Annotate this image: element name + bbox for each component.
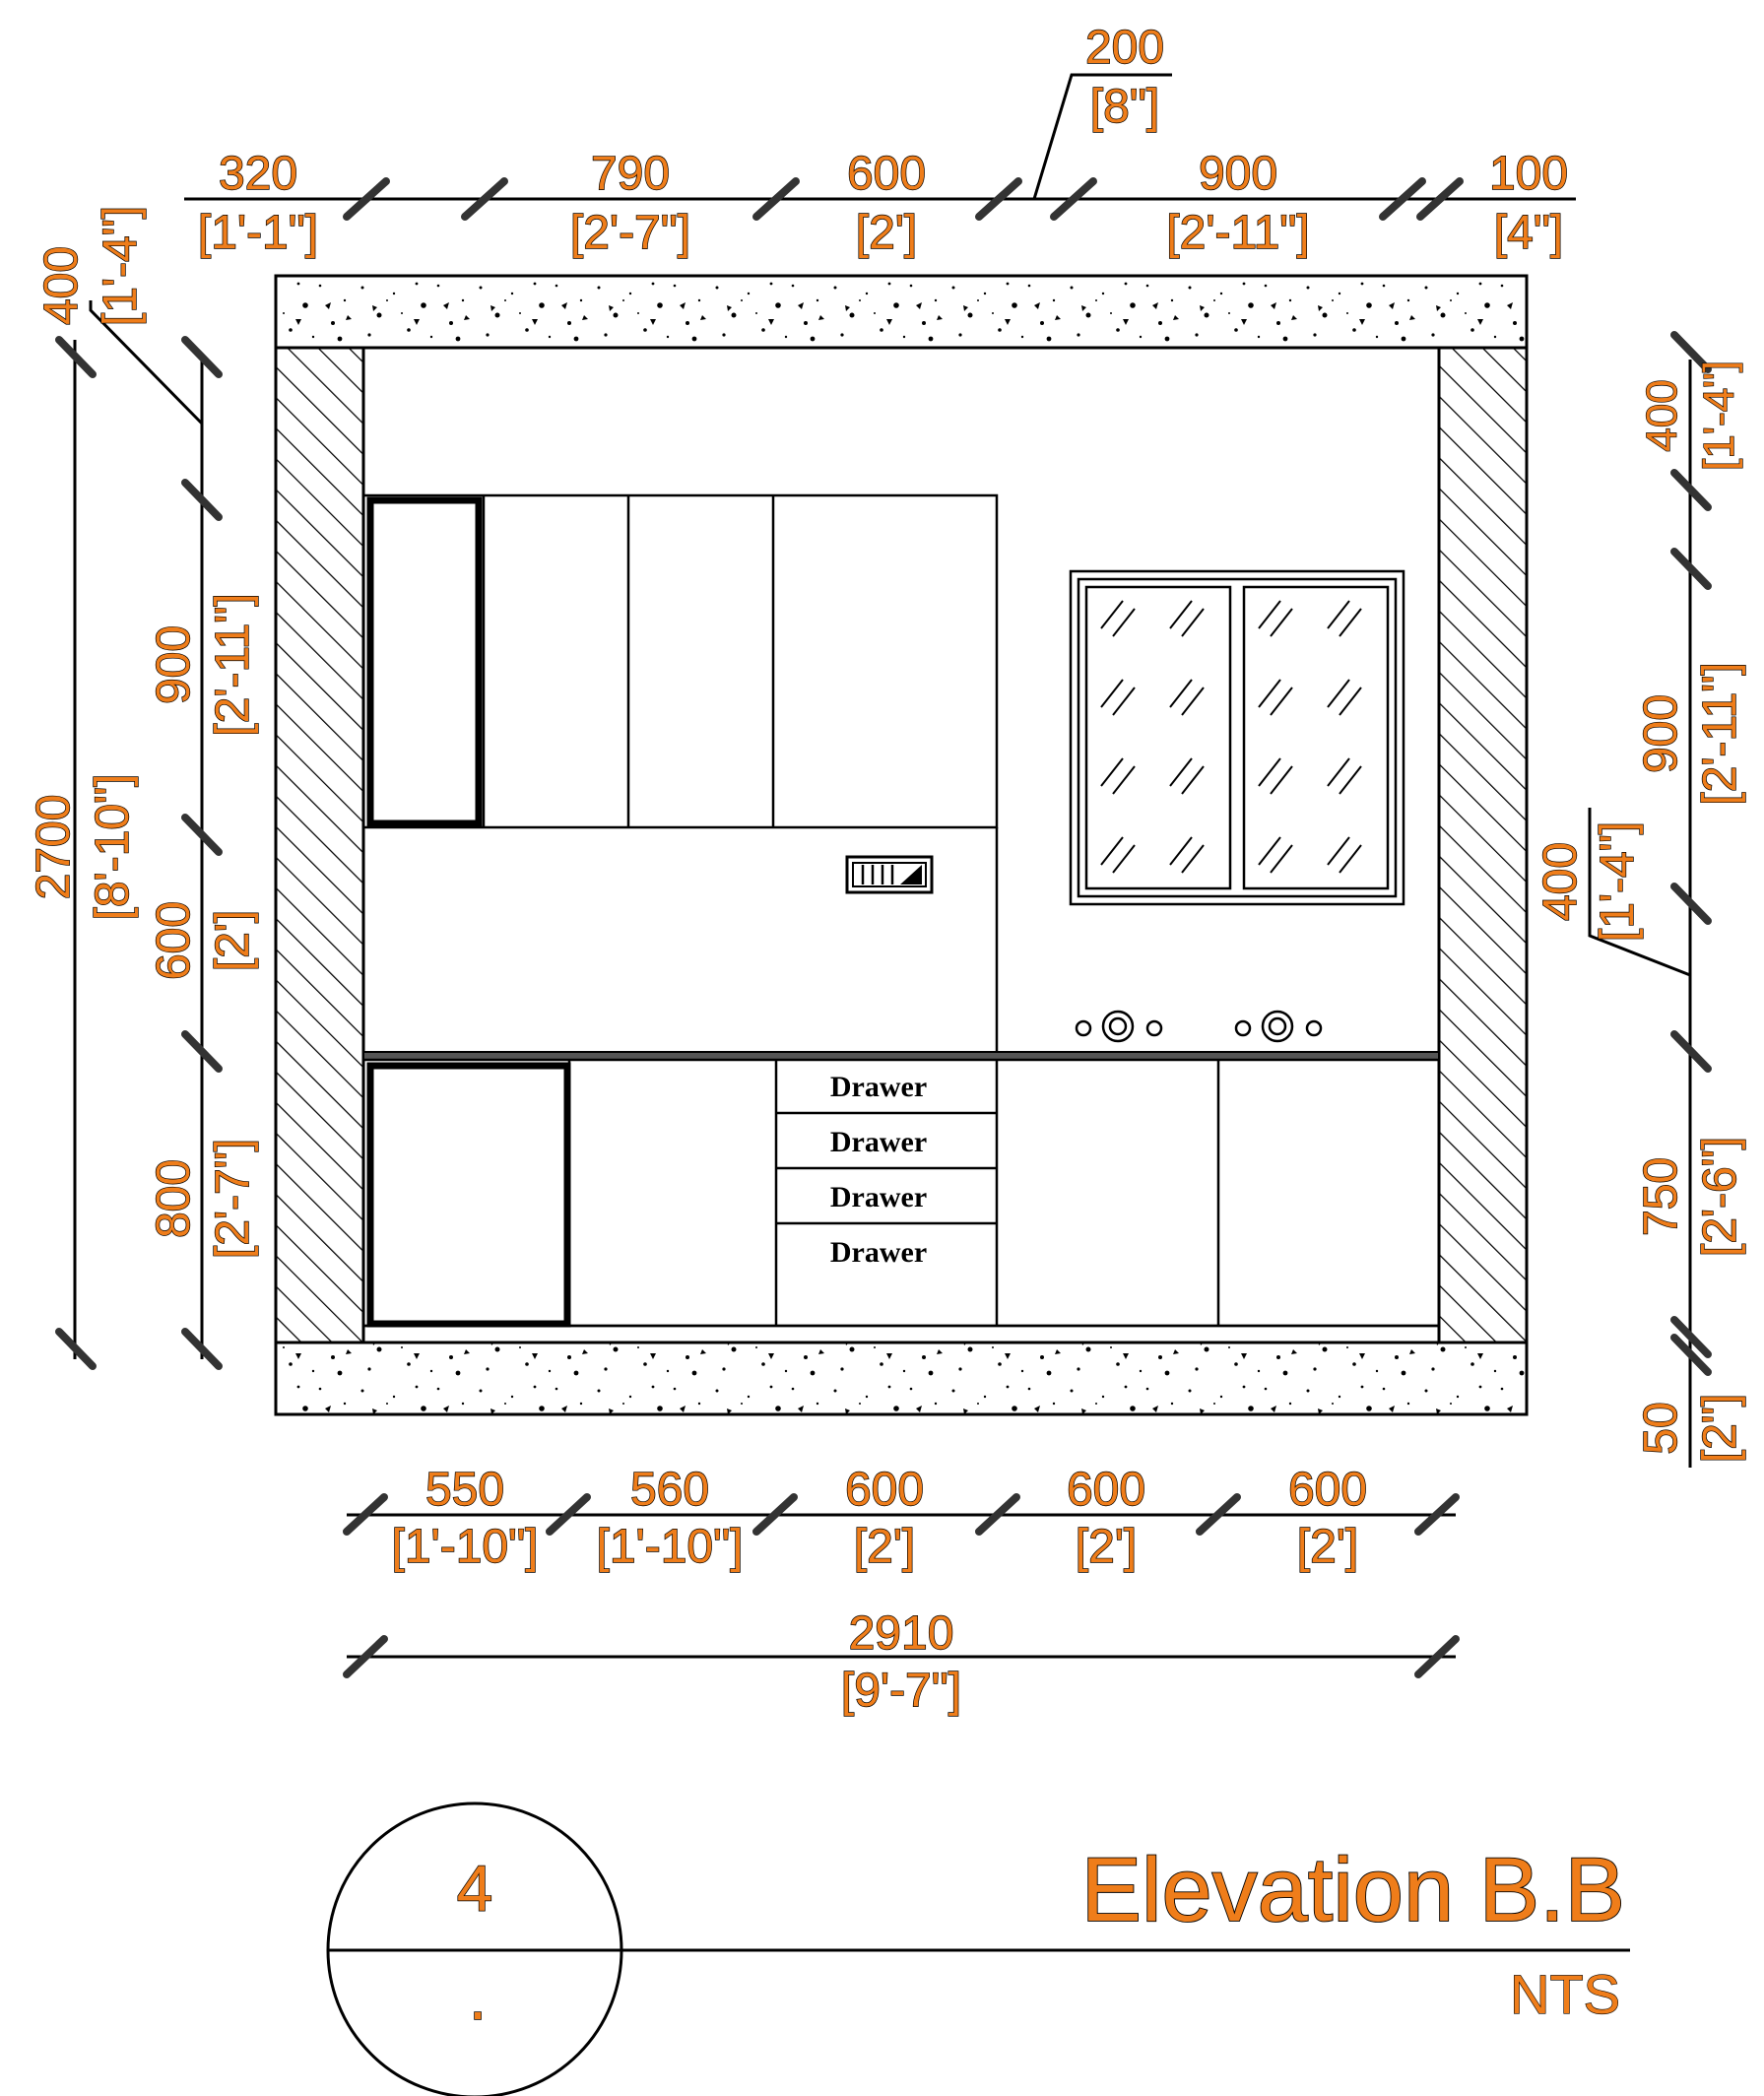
glass-reflection-mark [1112,687,1136,716]
glass-reflection-mark [1270,687,1293,716]
left-dim-mm-2: 900 [148,625,200,704]
glass-reflection-mark [1258,836,1281,866]
bottom-dim-mm-2: 560 [630,1464,709,1516]
bottom-dim-mm-5: 600 [1288,1464,1367,1516]
drawer-label-4: Drawer [830,1236,927,1269]
glass-reflection-mark [1327,836,1350,866]
right-dim-mm-3: 400 [1535,842,1587,921]
glass-reflection-mark [1339,844,1362,874]
glass-reflection-mark [1339,765,1362,795]
right-dim-ft-1: [1'-4"] [1695,360,1743,471]
bottom-dim-ft-2: [1'-10"] [597,1521,744,1573]
glass-reflection-mark [1112,765,1136,795]
drawer-label-1: Drawer [830,1071,927,1103]
glass-reflection-mark [1181,608,1205,637]
bottom-total-mm: 2910 [849,1607,954,1660]
right-dim-ft-4: [2'-6"] [1694,1137,1746,1257]
glass-reflection-mark [1112,844,1136,874]
top-dim-ft-4: [8"] [1090,81,1159,133]
left-dim-mm-1: 400 [35,246,88,325]
bottom-dim-ft-3: [2'] [854,1521,916,1573]
glass-reflection-mark [1327,757,1350,787]
glass-reflection-mark [1270,608,1293,637]
title-block [326,1801,1630,2096]
drawing-title: Elevation B.B [1081,1840,1625,1940]
top-dim-ft-1: [1'-1"] [198,207,318,259]
glass-reflection-mark [1100,757,1124,787]
glass-reflection-mark [1258,600,1281,629]
left-dim-mm-3: 600 [148,901,200,980]
top-dim-ft-3: [2'] [856,207,918,259]
scale-note: NTS [1510,1963,1620,2025]
left-dim-ft-2: [2'-11"] [207,593,259,736]
left-dimension-lines [55,300,223,1370]
right-dim-ft-3: [1'-4"] [1592,821,1644,942]
top-dim-mm-5: 900 [1199,148,1277,200]
top-dim-ft-5: [2'-11"] [1166,207,1309,259]
left-total-ft: [8'-10"] [87,774,139,921]
left-dim-ft-3: [2'] [207,910,259,972]
right-dimension-line [1588,331,1712,1468]
glass-reflection-mark [1327,679,1350,708]
left-dim-ft-4: [2'-7"] [207,1139,259,1259]
top-dim-ft-6: [4"] [1494,207,1563,259]
base-cabinets [361,1058,1441,1328]
top-dim-mm-2: 790 [591,148,670,200]
window [1069,569,1405,906]
left-dim-ft-1: [1'-4"] [95,206,147,326]
glass-reflection-mark [1100,836,1124,866]
glass-reflection-mark [1100,600,1124,629]
bottom-dim-mm-4: 600 [1067,1464,1145,1516]
top-dim-mm-3: 600 [847,148,926,200]
glass-reflection-mark [1181,687,1205,716]
glass-reflection-mark [1258,757,1281,787]
right-dim-mm-4: 750 [1635,1157,1687,1236]
hob-burners [1075,1010,1323,1043]
glass-reflection-mark [1169,757,1193,787]
bottom-dimension-lines [343,1493,1460,1678]
top-dimension-line [184,73,1576,221]
top-dim-mm-6: 100 [1489,148,1568,200]
right-dim-mm-1: 400 [1638,379,1686,451]
glass-reflection-mark [1181,844,1205,874]
right-dim-ft-5: [2"] [1694,1394,1746,1463]
bottom-total-ft: [9'-7"] [841,1665,961,1717]
glass-reflection-mark [1270,844,1293,874]
glass-reflection-mark [1100,679,1124,708]
left-dim-mm-4: 800 [148,1159,200,1238]
drawer-label-2: Drawer [830,1126,927,1158]
glass-reflection-mark [1270,765,1293,795]
glass-reflection-mark [1169,600,1193,629]
right-dim-mm-5: 50 [1635,1402,1687,1454]
floor-slab [274,1341,1529,1416]
glass-reflection-mark [1169,836,1193,866]
top-dim-mm-1: 320 [219,148,297,200]
drawer-label-3: Drawer [830,1181,927,1213]
bottom-dim-ft-5: [2'] [1297,1521,1359,1573]
top-dim-mm-4: 200 [1085,22,1164,74]
right-dim-ft-2: [2'-11"] [1694,662,1746,805]
glass-reflection-mark [1339,608,1362,637]
glass-reflection-mark [1339,687,1362,716]
right-dim-mm-2: 900 [1635,694,1687,773]
upper-cabinets [361,493,999,829]
right-wall [1437,346,1529,1344]
bottom-dim-mm-1: 550 [425,1464,504,1516]
glass-reflection-mark [1112,608,1136,637]
ceiling-slab [274,274,1529,350]
bottom-dim-mm-3: 600 [845,1464,924,1516]
glass-reflection-mark [1258,679,1281,708]
drawing-number: 4 [457,1852,493,1925]
glass-reflection-mark [1327,600,1350,629]
bottom-dim-ft-1: [1'-10"] [392,1521,539,1573]
sheet-reference: . [469,1960,487,2033]
glass-reflection-mark [1169,679,1193,708]
top-dim-ft-2: [2'-7"] [570,207,690,259]
bottom-dim-ft-4: [2'] [1076,1521,1138,1573]
left-wall [274,346,365,1344]
switch-plate [845,855,934,894]
glass-reflection-mark [1181,765,1205,795]
left-total-mm: 2700 [28,795,80,900]
